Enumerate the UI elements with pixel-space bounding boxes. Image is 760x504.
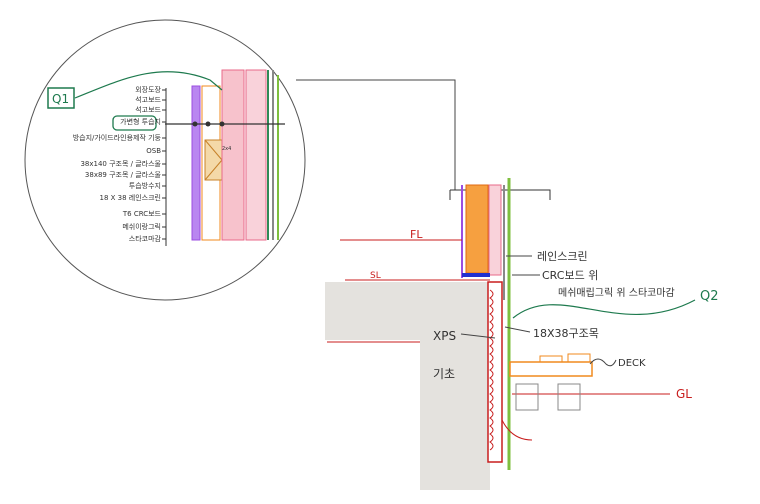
crc-label-line1: CRC보드 위 [542,269,598,282]
stud-tag: 2x4 [222,146,231,152]
detail-label: 투습방수지 [129,181,161,190]
detail-label: 가변형 투습지 [120,117,161,126]
foundation-label: 기초 [433,367,455,381]
sl-label: SL [370,271,381,281]
section-wall [449,178,551,470]
q1-box [47,87,75,109]
detail-wall-layers [165,69,285,241]
deck [509,353,593,411]
rainscreen-label: 레인스크린 [537,250,588,263]
detail-leader [296,79,456,190]
crc-label-line2: 메쉬매립그릭 위 스타코마감 [558,286,675,299]
detail-label: T6 CRC보드 [122,210,162,218]
detail-label: 외장도장 [135,85,161,94]
q1-arrow [74,71,223,99]
detail-label: 18 X 38 레인스크린 [100,193,162,202]
detail-label: 38x89 구조목 / 글라스울 [85,170,162,179]
q1-label: Q1 [52,92,69,106]
fl-label: FL [410,228,423,241]
detail-label: 석고보드 [135,105,161,114]
q2-label: Q2 [700,289,719,304]
foundation-fill [325,282,490,490]
detail-label: 메쉬이랑그릭 [122,222,161,231]
gl-label: GL [676,387,692,401]
detail-label: 스타코마감 [129,234,162,243]
deck-label: DECK [618,358,646,369]
xps-label: XPS [433,329,456,343]
highlight-box [112,115,157,131]
batten-label: 18X38구조목 [533,327,599,340]
detail-label: 방습지/가이드라인용제작 기둥 [73,133,162,142]
detail-label: 석고보드 [135,95,161,104]
q2-arrow [512,299,696,319]
detail-label: 38x140 구조목 / 글라스울 [80,159,161,168]
detail-label: OSB [146,147,161,155]
section-leaders [460,255,617,367]
detail-circle [24,19,306,301]
